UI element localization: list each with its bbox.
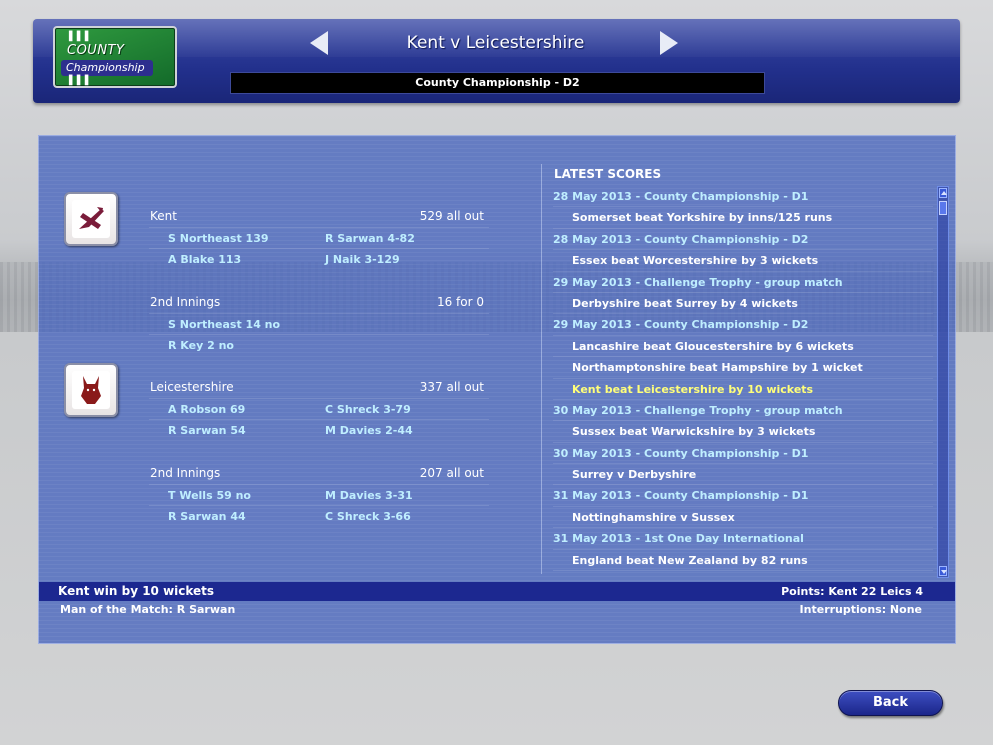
row-line bbox=[149, 227, 489, 228]
kent-name: Kent bbox=[150, 209, 177, 223]
score-date-row: 30 May 2013 - County Championship - D1 bbox=[553, 443, 933, 465]
match-points: Points: Kent 22 Leics 4 bbox=[781, 585, 923, 598]
score-date-row: 30 May 2013 - Challenge Trophy - group m… bbox=[553, 400, 933, 422]
back-button[interactable]: Back bbox=[838, 690, 943, 716]
stumps-icon: ▌▌▌ bbox=[69, 76, 93, 86]
leics-second-innings-score: 207 all out bbox=[419, 466, 484, 480]
kent-bowler-1: C Shreck 3-79 bbox=[325, 403, 411, 416]
score-date-row: 31 May 2013 - County Championship - D1 bbox=[553, 485, 933, 507]
row-line bbox=[149, 505, 489, 506]
score-result-row: Essex beat Worcestershire by 3 wickets bbox=[553, 250, 933, 272]
row-line bbox=[149, 398, 489, 399]
score-result-row: Lancashire beat Gloucestershire by 6 wic… bbox=[553, 336, 933, 358]
header-bar: ▌▌▌ COUNTY Championship ▌▌▌ Kent v Leice… bbox=[33, 19, 960, 103]
competition-label: County Championship - D2 bbox=[230, 72, 765, 94]
county-championship-logo: ▌▌▌ COUNTY Championship ▌▌▌ bbox=[53, 26, 177, 88]
score-result-row: Derbyshire beat Surrey by 4 wickets bbox=[553, 293, 933, 315]
arrow-up-icon bbox=[941, 191, 947, 195]
score-date-row: 29 May 2013 - County Championship - D2 bbox=[553, 314, 933, 336]
result-bar: Kent win by 10 wickets Points: Kent 22 L… bbox=[39, 582, 955, 601]
leics-second-innings-label: 2nd Innings bbox=[150, 466, 221, 480]
kent-2nd-batter-1: S Northeast 14 no bbox=[168, 318, 281, 331]
match-title: Kent v Leicestershire bbox=[406, 33, 585, 53]
latest-scores-scrollbar[interactable] bbox=[937, 186, 949, 578]
kent-2nd-bowler-1: M Davies 3-31 bbox=[325, 489, 413, 502]
kent-2nd-bowler-2: C Shreck 3-66 bbox=[325, 510, 411, 523]
leics-bowler-1: R Sarwan 4-82 bbox=[325, 232, 415, 245]
row-line bbox=[149, 248, 489, 249]
score-date-row: 28 May 2013 - County Championship - D1 bbox=[553, 186, 933, 208]
match-result: Kent win by 10 wickets bbox=[58, 584, 215, 598]
scroll-thumb[interactable] bbox=[939, 201, 947, 215]
man-of-the-match: Man of the Match: R Sarwan bbox=[60, 603, 236, 616]
score-result-row: Nottinghamshire v Sussex bbox=[553, 507, 933, 529]
score-result-row: Sussex beat Warwickshire by 3 wickets bbox=[553, 421, 933, 443]
kent-second-innings-label: 2nd Innings bbox=[150, 295, 221, 309]
kent-2nd-batter-2: R Key 2 no bbox=[168, 339, 234, 352]
stumps-icon: ▌▌▌ bbox=[69, 32, 93, 42]
score-date-row: 29 May 2013 - Challenge Trophy - group m… bbox=[553, 272, 933, 293]
arrow-down-icon bbox=[941, 570, 947, 574]
spitfire-plane-icon bbox=[72, 200, 110, 238]
leics-bowler-2: J Naik 3-129 bbox=[325, 253, 400, 266]
leics-first-innings-score: 337 all out bbox=[419, 380, 484, 394]
leicestershire-name: Leicestershire bbox=[150, 380, 234, 394]
kent-batter-2: A Blake 113 bbox=[168, 253, 242, 266]
scroll-up-button[interactable] bbox=[939, 188, 947, 198]
next-match-arrow-icon[interactable] bbox=[660, 31, 678, 55]
previous-match-arrow-icon[interactable] bbox=[310, 31, 328, 55]
leics-batter-1: A Robson 69 bbox=[168, 403, 246, 416]
row-line bbox=[149, 313, 489, 314]
interruptions: Interruptions: None bbox=[799, 603, 922, 616]
score-result-row: England beat New Zealand by 82 runs bbox=[553, 550, 933, 572]
header-gloss bbox=[33, 19, 960, 57]
row-line bbox=[149, 334, 489, 335]
column-divider bbox=[541, 164, 542, 574]
leicestershire-crest bbox=[64, 363, 118, 417]
logo-text-county: COUNTY bbox=[67, 43, 125, 58]
scroll-down-button[interactable] bbox=[939, 566, 947, 576]
leics-2nd-batter-2: R Sarwan 44 bbox=[168, 510, 246, 523]
kent-batter-1: S Northeast 139 bbox=[168, 232, 269, 245]
logo-text-championship: Championship bbox=[61, 60, 153, 76]
kent-second-innings-score: 16 for 0 bbox=[436, 295, 484, 309]
score-result-row: Surrey v Derbyshire bbox=[553, 464, 933, 486]
score-result-row: Somerset beat Yorkshire by inns/125 runs bbox=[553, 207, 933, 229]
fox-icon bbox=[72, 371, 110, 409]
score-date-row: 31 May 2013 - 1st One Day International bbox=[553, 528, 933, 550]
row-line bbox=[149, 484, 489, 485]
score-result-row: Kent beat Leicestershire by 10 wickets bbox=[553, 379, 933, 400]
latest-scores-heading: LATEST SCORES bbox=[554, 167, 662, 181]
scorecard-panel: Kent 529 all out S Northeast 139 R Sarwa… bbox=[38, 135, 956, 644]
row-line bbox=[149, 419, 489, 420]
score-result-row: Northamptonshire beat Hampshire by 1 wic… bbox=[553, 357, 933, 379]
leics-batter-2: R Sarwan 54 bbox=[168, 424, 246, 437]
score-date-row: 28 May 2013 - County Championship - D2 bbox=[553, 229, 933, 251]
kent-bowler-2: M Davies 2-44 bbox=[325, 424, 413, 437]
kent-first-innings-score: 529 all out bbox=[419, 209, 484, 223]
leics-2nd-batter-1: T Wells 59 no bbox=[168, 489, 251, 502]
kent-crest bbox=[64, 192, 118, 246]
